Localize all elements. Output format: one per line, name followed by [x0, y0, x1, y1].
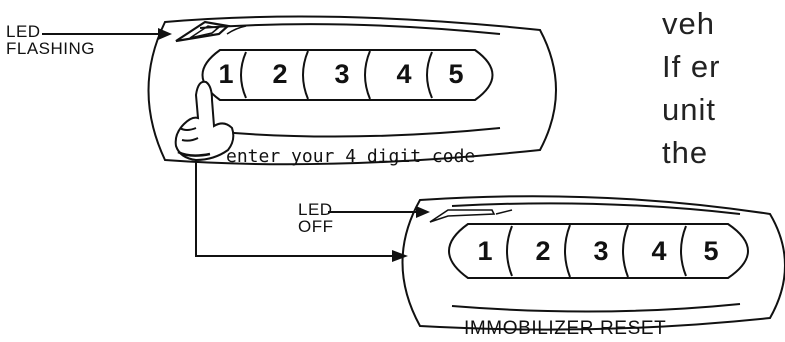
side-text-line4: the	[662, 135, 709, 170]
bottom-caption: IMMOBILIZER RESET	[464, 318, 667, 339]
flow-connector	[195, 160, 394, 257]
bottom-key-4[interactable]: 4	[651, 236, 667, 266]
top-led-label-line1: LED	[6, 22, 41, 41]
top-key-2[interactable]: 2	[272, 59, 288, 89]
bottom-key-5[interactable]: 5	[703, 236, 719, 266]
side-text-line2: If er	[662, 49, 721, 84]
top-keypad	[201, 49, 494, 101]
bottom-remote-body	[401, 195, 785, 331]
bottom-keypad	[448, 223, 749, 279]
bottom-led-icon	[429, 209, 496, 223]
top-key-1[interactable]: 1	[218, 59, 234, 89]
side-text-line1: veh	[662, 6, 715, 41]
bottom-remote-rim-bottom	[451, 303, 741, 313]
top-key-4[interactable]: 4	[396, 59, 412, 89]
top-key-5[interactable]: 5	[448, 59, 464, 89]
pressing-hand	[174, 80, 235, 162]
bottom-key-3[interactable]: 3	[593, 236, 609, 266]
top-remote-body	[147, 15, 557, 166]
bottom-key-2[interactable]: 2	[535, 236, 551, 266]
bottom-key-1[interactable]: 1	[477, 236, 493, 266]
top-led-icon	[175, 20, 231, 43]
bottom-led-label-line2: OFF	[298, 217, 334, 236]
top-caption: enter your 4 digit code	[226, 146, 476, 167]
bottom-led-label-line1: LED	[298, 200, 333, 219]
top-key-3[interactable]: 3	[334, 59, 350, 89]
side-text-line3: unit	[662, 92, 716, 127]
top-led-label-line2: FLASHING	[6, 39, 96, 58]
top-remote-rim-top	[199, 23, 501, 35]
bottom-remote-rim-top	[451, 202, 741, 215]
top-remote-rim-bottom	[197, 127, 501, 138]
